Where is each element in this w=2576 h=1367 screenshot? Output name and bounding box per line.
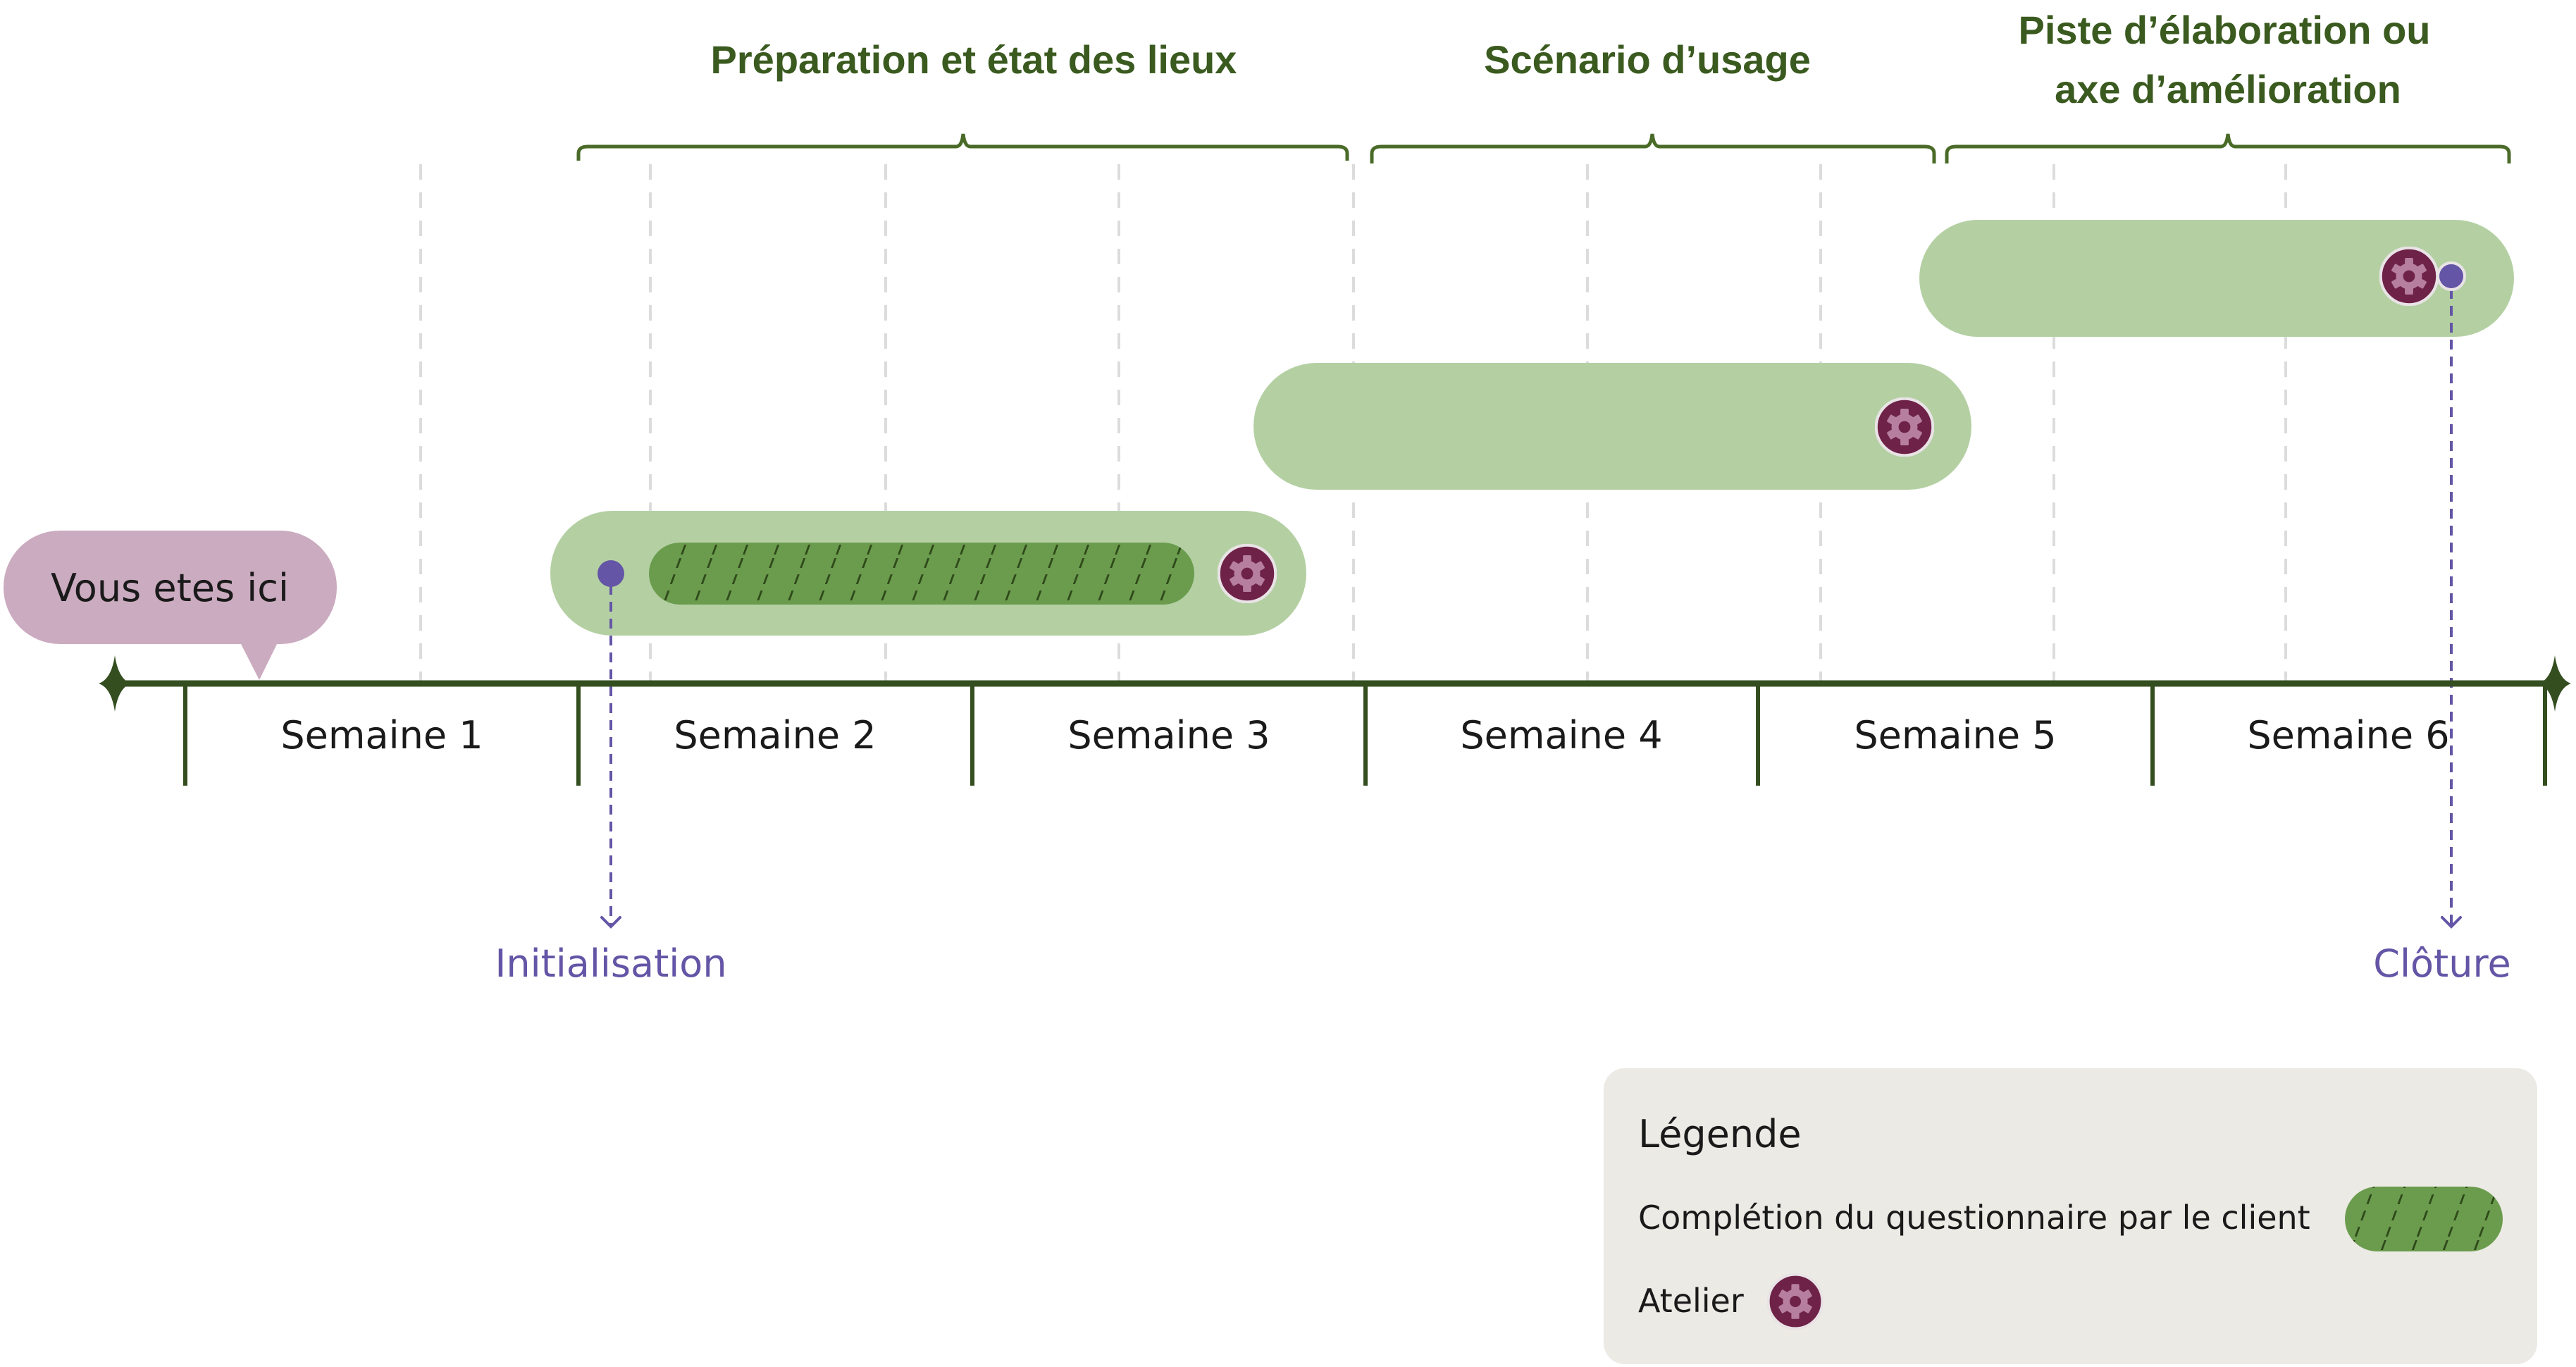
phase-brace-piste: [1945, 133, 2511, 163]
gear-icon[interactable]: [2381, 248, 2438, 305]
legend-item-label: Atelier: [1638, 1282, 1744, 1320]
you-are-here-label: Vous etes ici: [51, 566, 289, 610]
legend-title: Légende: [1638, 1112, 1802, 1156]
phase-brace-scenario: [1370, 133, 1936, 163]
activity-bar-piste[interactable]: [1919, 220, 2514, 337]
week-label: Semaine 3: [1067, 713, 1270, 757]
phase-title-piste-line1: Piste d’élaboration ou: [2019, 8, 2431, 52]
milestone-dot-initialisation[interactable]: [597, 560, 624, 587]
phase-title-preparation: Préparation et état des lieux: [711, 37, 1237, 82]
milestone-label-initialisation: Initialisation: [495, 941, 726, 986]
legend: Légende Complétion du questionnaire par …: [1604, 1068, 2537, 1364]
gear-icon[interactable]: [1876, 399, 1933, 456]
week-label: Semaine 6: [2247, 713, 2449, 757]
milestone-label-cloture: Clôture: [2373, 941, 2510, 986]
sparkle-icon: [2539, 655, 2571, 712]
milestone-dot-cloture[interactable]: [2436, 261, 2466, 291]
gear-icon: [1767, 1273, 1823, 1330]
legend-hatched-bar-hatch: [2345, 1187, 2503, 1251]
week-label: Semaine 5: [1854, 713, 2056, 757]
week-label: Semaine 4: [1460, 713, 1662, 757]
activity-bar-scenario[interactable]: [1253, 363, 1971, 490]
gear-icon[interactable]: [1219, 545, 1276, 602]
bubble-body: [4, 531, 337, 644]
legend-item-label: Complétion du questionnaire par le clien…: [1638, 1199, 2310, 1237]
bubble-tail: [240, 641, 278, 680]
phase-brace-preparation: [576, 133, 1349, 161]
you-are-here-bubble: Vous etes ici: [4, 531, 337, 680]
phase-title-piste-line2: axe d’amélioration: [2055, 67, 2401, 111]
sparkle-icon: [99, 655, 131, 712]
legend-box: [1604, 1068, 2537, 1364]
arrow-down-icon: [600, 916, 621, 929]
week-label: Semaine 2: [674, 713, 876, 757]
arrow-down-icon: [2441, 916, 2462, 929]
questionnaire-bar-hatch: [649, 543, 1194, 605]
week-label: Semaine 1: [280, 713, 483, 757]
phase-title-scenario: Scénario d’usage: [1484, 37, 1811, 82]
